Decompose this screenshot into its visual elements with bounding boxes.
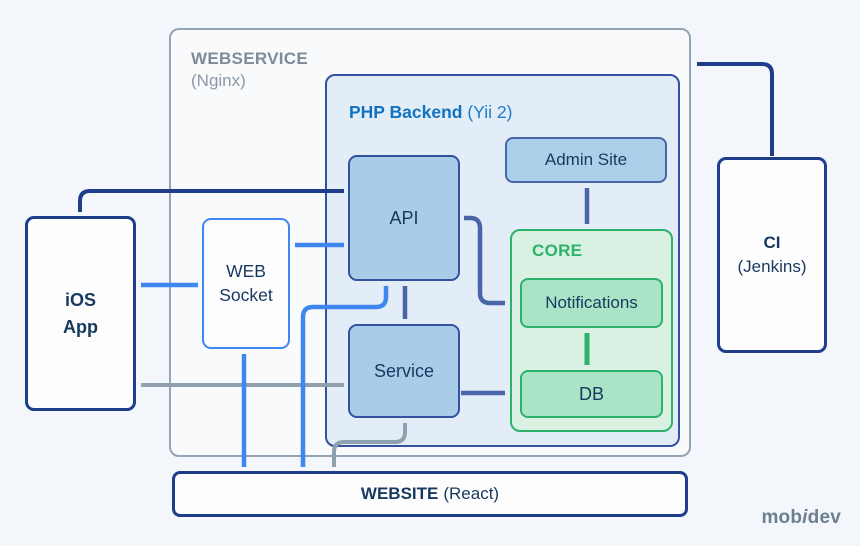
- logo-part-mid: i: [802, 507, 808, 528]
- mobidev-logo: mobidev: [761, 507, 841, 529]
- webservice-title: WEBSERVICE: [191, 49, 308, 68]
- php-backend-title: PHP Backend: [349, 102, 463, 122]
- node-db: DB: [520, 370, 663, 418]
- website-subtitle: (React): [443, 484, 500, 503]
- ci-title: CI: [763, 233, 781, 253]
- node-service: Service: [348, 324, 460, 418]
- webservice-subtitle: (Nginx): [191, 71, 246, 91]
- php-backend-header: PHP Backend (Yii 2): [349, 102, 512, 123]
- node-admin-site: Admin Site: [505, 137, 667, 183]
- php-backend-subtitle: (Yii 2): [467, 102, 513, 122]
- logo-part-post: dev: [807, 507, 841, 528]
- website-title: WEBSITE: [360, 484, 439, 503]
- node-api: API: [348, 155, 460, 281]
- webservice-header: WEBSERVICE (Nginx): [191, 48, 308, 92]
- logo-part-pre: mob: [761, 507, 803, 528]
- node-ios-app: iOS App: [25, 216, 136, 411]
- ci-subtitle: (Jenkins): [737, 257, 807, 276]
- node-website: WEBSITE (React): [172, 471, 688, 517]
- arrow-ci-webservice: [697, 62, 774, 156]
- node-web-socket: WEB Socket: [202, 218, 290, 349]
- node-notifications: Notifications: [520, 278, 663, 328]
- node-ci-jenkins: CI (Jenkins): [717, 157, 827, 353]
- core-title: CORE: [532, 241, 583, 260]
